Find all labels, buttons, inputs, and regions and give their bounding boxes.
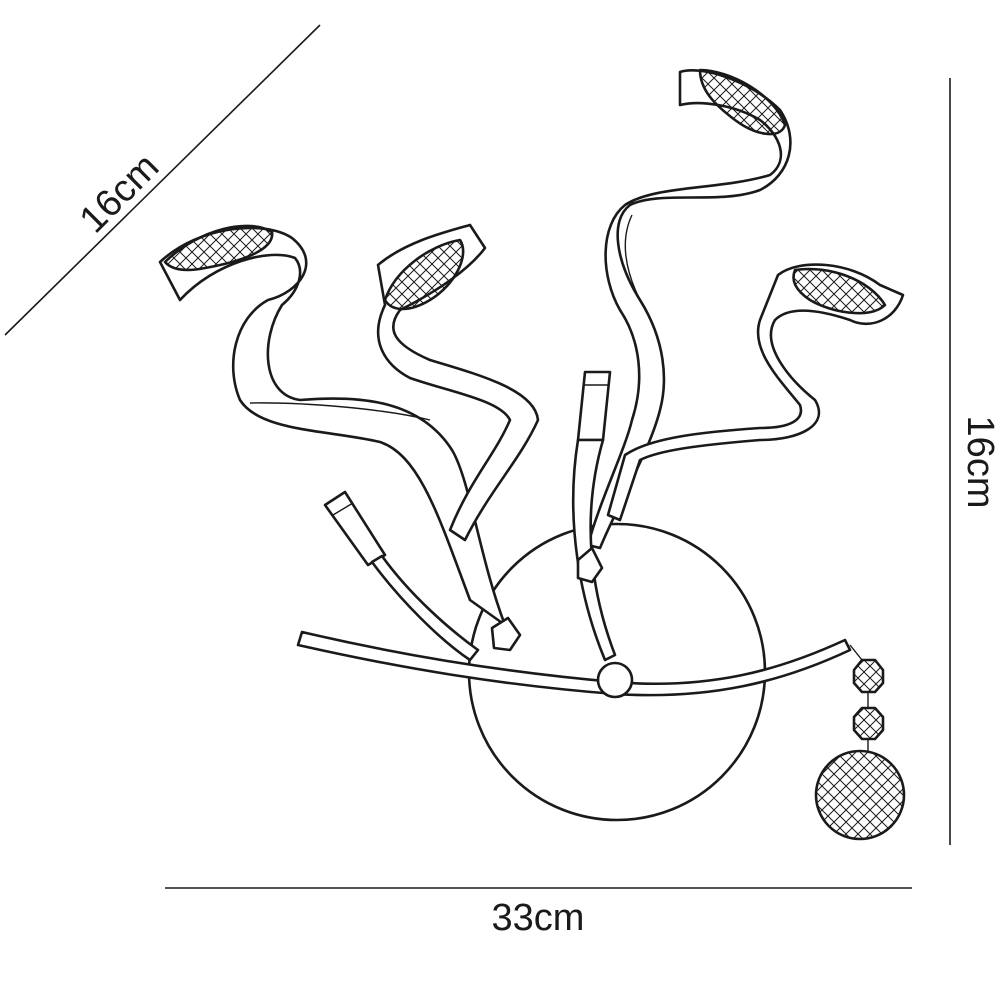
vertical-dimension-label: 16cm: [959, 416, 1000, 509]
ribbon-arm-center-right: [586, 69, 792, 550]
round-crystal-drop: [814, 749, 906, 841]
octagon-crystal-top: [852, 658, 885, 694]
mesh-panel-center-right: [698, 68, 787, 136]
diagonal-dimension-line: [4, 24, 321, 336]
diagonal-dimension-label: 16cm: [72, 146, 167, 241]
bulb-holder-left: [323, 490, 480, 662]
mesh-panel-far-right: [792, 267, 887, 315]
central-hub: [596, 661, 634, 699]
mesh-panel-center-left: [383, 238, 465, 311]
octagon-crystal-middle: [852, 706, 885, 741]
hanging-crystal-pendant: [814, 644, 906, 841]
dimension-lines: [4, 24, 951, 889]
mesh-panel-far-left: [163, 224, 274, 272]
arm-joint-left: [490, 616, 522, 652]
ribbon-arm-far-left: [158, 226, 507, 627]
arm-joint-center: [576, 546, 604, 584]
bulb-holder-center: [571, 370, 617, 662]
horizontal-dimension-label: 33cm: [492, 897, 585, 939]
crystal-mesh-panels: [163, 68, 887, 315]
ribbon-arm-center-left: [376, 223, 540, 542]
base-curved-arm: [296, 546, 852, 699]
